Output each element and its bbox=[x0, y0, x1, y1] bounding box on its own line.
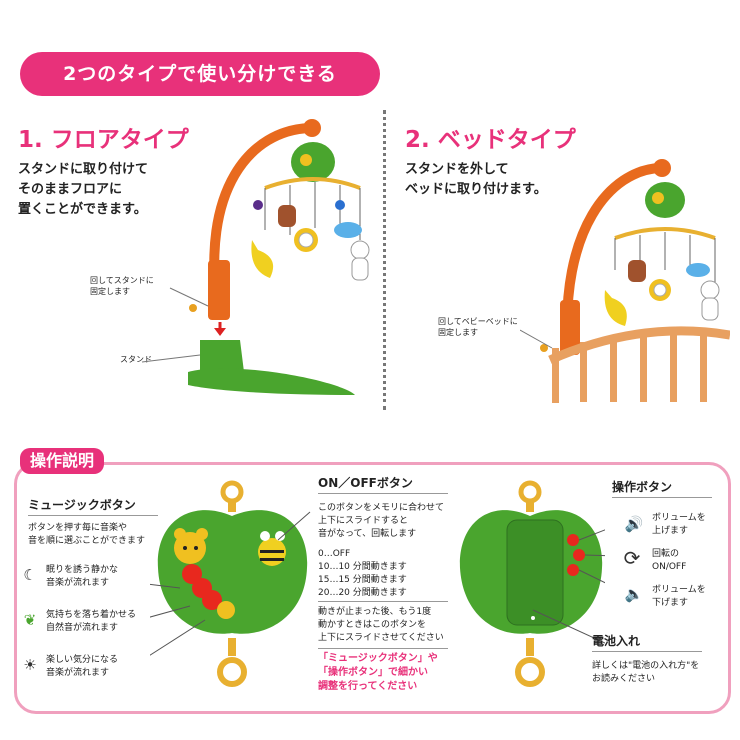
floor-type-description: スタンドに取り付けて そのままフロアに 置くことができます。 bbox=[18, 162, 149, 217]
onoff-rule bbox=[318, 601, 448, 602]
battery-title: 電池入れ bbox=[592, 634, 641, 648]
section-divider bbox=[383, 110, 386, 410]
control-volume-up: ボリュームを 上げます bbox=[652, 513, 706, 536]
sun-icon: ☀ bbox=[23, 656, 37, 674]
bed-mobile-illustration bbox=[520, 159, 730, 403]
timer-15: 15…15 分間動きます bbox=[318, 575, 407, 585]
floor-rotate-note: 回してスタンドに 固定します bbox=[90, 276, 154, 296]
floor-mobile-illustration bbox=[141, 119, 370, 395]
rotate-icon: ⟳ bbox=[623, 546, 641, 570]
bed-type-title: 2. ベッドタイプ bbox=[405, 127, 576, 153]
timer-20: 20…20 分間動きます bbox=[318, 588, 407, 598]
leaf-icon: ❦ bbox=[23, 611, 37, 629]
volume-up-icon: 🔊 bbox=[624, 515, 644, 533]
adjust-warning: 「ミュージックボタン」や 「操作ボタン」で細かい 調整を行ってください bbox=[318, 653, 438, 692]
instructions-title: 操作説明 bbox=[20, 448, 105, 474]
moon-icon: ☾ bbox=[23, 566, 37, 584]
control-button-title: 操作ボタン bbox=[612, 480, 673, 494]
header-banner: 2つのタイプで使い分けできる bbox=[20, 52, 380, 96]
apple-back-illustration bbox=[459, 480, 605, 687]
control-rotate: 回転の ON/OFF bbox=[652, 549, 687, 572]
onoff-title-rule bbox=[318, 493, 448, 494]
control-title-rule bbox=[612, 497, 712, 498]
control-volume-down: ボリュームを 下げます bbox=[652, 585, 706, 608]
music-item-happy: 楽しい気分になる 音楽が流れます bbox=[46, 655, 119, 678]
onoff-button-title: ON／OFFボタン bbox=[318, 476, 413, 490]
music-item-nature: 気持ちを落ち着かせる 自然音が流れます bbox=[46, 610, 137, 633]
stand-label: スタンド bbox=[120, 355, 152, 364]
onoff-restart-note: 動きが止まった後、もう1度 動かすときはこのボタンを 上下にスライドさせてくださ… bbox=[318, 607, 444, 643]
onoff-rule-2 bbox=[318, 648, 448, 649]
apple-front-illustration bbox=[150, 480, 311, 687]
instructions-panel bbox=[14, 462, 731, 714]
music-button-description: ボタンを押す毎に音楽や 音を順に選ぶことができます bbox=[28, 523, 146, 546]
floor-type-title: 1. フロアタイプ bbox=[18, 127, 189, 153]
battery-description: 詳しくは"電池の入れ方"を お読みください bbox=[592, 661, 700, 684]
bed-rotate-note: 回してベビーベッドに 固定します bbox=[438, 317, 518, 337]
bed-type-description: スタンドを外して ベッドに取り付けます。 bbox=[405, 162, 547, 197]
music-item-sleep: 眠りを誘う静かな 音楽が流れます bbox=[46, 565, 119, 588]
timer-off: 0…OFF bbox=[318, 549, 351, 559]
battery-title-rule bbox=[592, 651, 702, 652]
music-title-rule bbox=[28, 515, 158, 516]
onoff-description: このボタンをメモリに合わせて 上下にスライドすると 音がなって、回転します bbox=[318, 503, 445, 539]
timer-10: 10…10 分間動きます bbox=[318, 562, 407, 572]
volume-down-icon: 🔈 bbox=[624, 585, 644, 603]
music-button-title: ミュージックボタン bbox=[28, 498, 136, 512]
